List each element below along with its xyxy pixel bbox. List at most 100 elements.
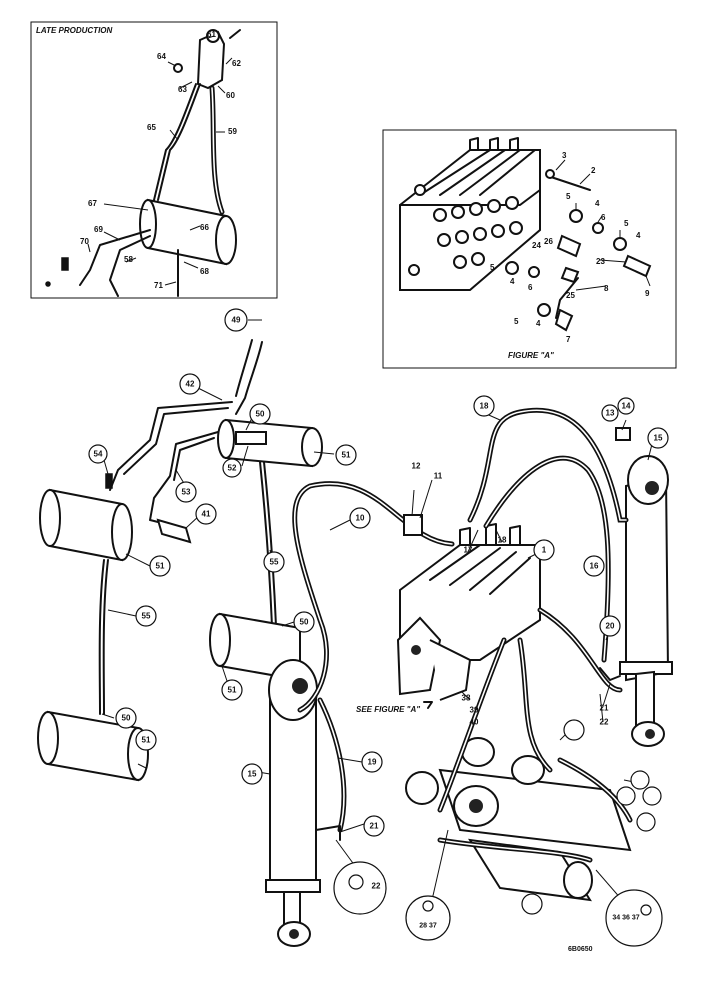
svg-text:55: 55: [270, 558, 279, 567]
callout-50b: 50: [293, 611, 315, 633]
callout-51b: 51: [149, 555, 171, 577]
svg-text:50: 50: [300, 618, 309, 627]
svg-text:49: 49: [232, 316, 241, 325]
callout-54: 54: [88, 444, 108, 464]
figa-label-8: 8: [604, 284, 609, 293]
svg-text:38: 38: [462, 694, 471, 703]
label-66: 66: [200, 223, 209, 232]
figa-valve-body: [399, 149, 541, 291]
label-63: 63: [178, 85, 187, 94]
callout-51d: 51: [135, 729, 157, 751]
inset-late-production: LATE PRODUCTION: [30, 21, 278, 299]
callout-14: 14: [617, 397, 635, 415]
svg-text:22: 22: [600, 718, 609, 727]
see-figure-note: SEE FIGURE "A": [356, 705, 420, 714]
svg-text:55: 55: [142, 612, 151, 621]
label-71: 71: [154, 281, 163, 290]
figa-label-4a: 4: [595, 199, 600, 208]
lower-cylinder-eye-a: [405, 771, 439, 805]
label-65: 65: [147, 123, 156, 132]
svg-text:50: 50: [122, 714, 131, 723]
svg-text:53: 53: [182, 488, 191, 497]
inset-tube-65b: [153, 83, 197, 201]
callout-51a: 51: [335, 444, 357, 466]
hose-group: [292, 407, 633, 863]
callout-11: 11: [434, 472, 443, 481]
callout-49: 49: [224, 308, 248, 332]
svg-text:51: 51: [228, 686, 237, 695]
tube-53: [149, 431, 219, 526]
svg-text:17: 17: [464, 546, 473, 555]
fitting-13: [615, 427, 631, 441]
svg-text:12: 12: [412, 462, 421, 471]
callout-42: 42: [179, 373, 201, 395]
svg-text:41: 41: [202, 510, 211, 519]
figa-tube-8: [555, 277, 579, 319]
label-67: 67: [88, 199, 97, 208]
fitting-11: [403, 514, 423, 536]
svg-text:34 36 37: 34 36 37: [612, 915, 639, 922]
callout-55a: 55: [263, 551, 285, 573]
callout-21a: 21: [600, 704, 609, 713]
callout-50a: 50: [249, 403, 271, 425]
callout-50c: 50: [115, 707, 137, 729]
inset-tube-65: [157, 83, 201, 201]
svg-text:10: 10: [356, 514, 365, 523]
inset-fitting-70: [61, 257, 69, 271]
svg-text:22: 22: [372, 882, 381, 891]
label-61: 61: [207, 30, 216, 39]
figa-oring-4a: [569, 209, 583, 223]
callout-22b: 22: [333, 861, 387, 915]
figa-washer-3: [545, 169, 555, 179]
callout-empty-2: [630, 770, 650, 790]
inset-tube-69: [79, 229, 151, 286]
lift-cylinder-15-right: [625, 474, 670, 682]
callout-55b: 55: [135, 605, 157, 627]
callout-38: 38: [462, 694, 471, 703]
inset-figure-a-border: [382, 129, 677, 369]
callout-22a: 22: [600, 718, 609, 727]
label-70: 70: [80, 237, 89, 246]
figa-plug-6a: [592, 222, 604, 234]
callout-21b: 21: [363, 815, 385, 837]
figa-label-5c: 5: [490, 263, 495, 272]
callout-39: 39: [470, 706, 479, 715]
inset-tube-58: [109, 235, 151, 297]
main-assembly: SEE FIGURE "A" 6B0650: [37, 319, 673, 953]
figa-label-26: 26: [544, 237, 553, 246]
numbered-callouts: 49 42 50 18 13 14 15 54 52 51 53 12 11 4…: [88, 308, 669, 837]
figa-bolt-2: [547, 175, 591, 191]
svg-text:50: 50: [256, 410, 265, 419]
svg-text:19: 19: [368, 758, 377, 767]
figa-plug-6b: [528, 266, 540, 278]
svg-text:52: 52: [228, 464, 237, 473]
callout-19: 19: [361, 751, 383, 773]
figa-label-24: 24: [532, 241, 541, 250]
figa-elbow-7: [554, 308, 574, 332]
inset-late-border: [30, 21, 278, 299]
fitting-41: [156, 518, 192, 544]
svg-text:13: 13: [606, 409, 615, 418]
fitting-54: [105, 473, 113, 489]
label-62: 62: [232, 59, 241, 68]
svg-text:51: 51: [142, 736, 151, 745]
callout-52: 52: [222, 458, 242, 478]
figa-label-6b: 6: [528, 283, 533, 292]
callout-empty-3: [616, 786, 636, 806]
inset-late-title: LATE PRODUCTION: [36, 26, 113, 35]
callout-1: 1: [533, 539, 555, 561]
callout-34-36-37: 34 36 37: [605, 889, 663, 947]
figa-elbow-26: [556, 234, 582, 258]
cylinder-51-left-upper: [49, 488, 123, 562]
empty-callouts: [521, 719, 662, 915]
figa-oring-4d: [537, 303, 551, 317]
callout-12: 12: [412, 462, 421, 471]
svg-text:18: 18: [480, 402, 489, 411]
hose-19: [317, 697, 347, 833]
label-58: 58: [124, 255, 133, 264]
svg-text:39: 39: [470, 706, 479, 715]
inset-figure-a: 3 2 5 4 6 5 4 24 26 23 5 4 6 25 8 9 5 4 …: [382, 129, 677, 369]
figa-label-5d: 5: [514, 317, 519, 326]
figa-label-5a: 5: [566, 192, 571, 201]
